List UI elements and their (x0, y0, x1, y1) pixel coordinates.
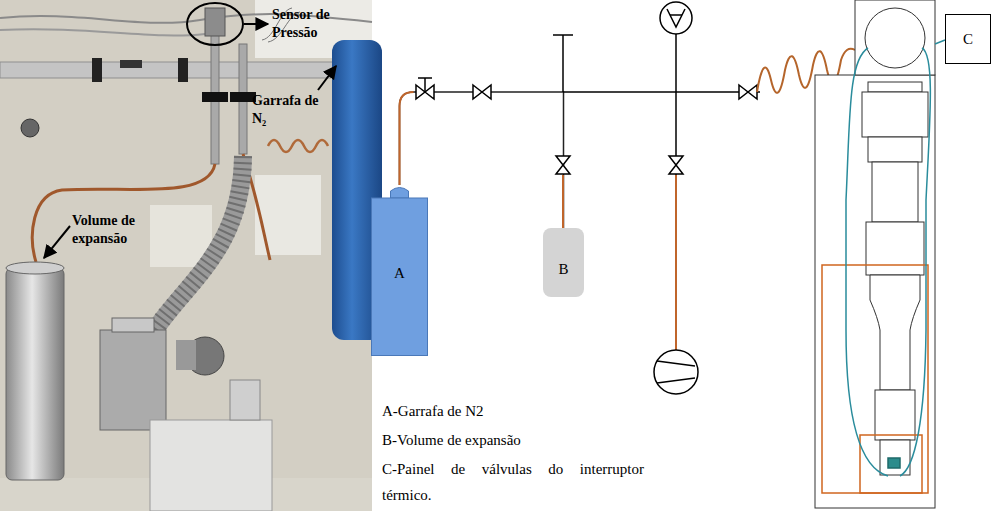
expansion-volume (6, 268, 64, 480)
manifold-line (562, 35, 564, 92)
vacuum-pump-symbol (654, 350, 698, 394)
manifold-line (553, 34, 760, 175)
node-letter: C (963, 31, 973, 48)
pressure-sensor (205, 8, 225, 36)
orange-tubing (400, 92, 414, 185)
copper-coil (268, 140, 328, 152)
orange-tubing (675, 175, 677, 350)
cryostat-outline (872, 162, 918, 222)
valve-symbol (739, 85, 757, 99)
key-text: B-Volume de expansão (382, 427, 682, 453)
flexible-hose (152, 156, 243, 334)
steel-tubes (202, 92, 228, 102)
mounting-bar (92, 58, 102, 82)
box-outline (946, 15, 991, 64)
cryostat-outline (880, 440, 910, 475)
pressure-sensor (244, 23, 268, 25)
node-letter: A (394, 265, 405, 282)
photo-label: Volume de expansão (72, 212, 164, 248)
mounting-bar (120, 60, 142, 68)
photo-cables (0, 29, 205, 35)
key-text: C-Painel de válvulas do interruptor térm… (382, 456, 644, 508)
cryostat-apparatus (230, 380, 260, 420)
copper-coil (268, 140, 328, 152)
valve-symbol (556, 156, 570, 174)
valve-symbol (424, 78, 426, 92)
small-gauge (21, 119, 39, 137)
nitrogen-bottle (318, 66, 336, 90)
pressure-gauge-symbol (670, 14, 682, 16)
cryostat-outline (815, 0, 935, 508)
bottle-b-outline (543, 228, 584, 297)
cryostat-outline (868, 137, 922, 162)
heat-switch-lines (846, 40, 945, 476)
cryostat-outline (868, 82, 922, 92)
manifold-line (553, 34, 573, 36)
cryostat-outline (862, 92, 928, 137)
orange-tubing (400, 92, 677, 350)
bottle-a-outline (391, 188, 409, 199)
bottle-a-outline (372, 198, 428, 356)
heat-switch-lines (900, 48, 930, 476)
mounting-bar (0, 58, 372, 82)
node-letter: B (558, 261, 568, 278)
photo-background (0, 0, 372, 511)
mounting-bar (178, 58, 188, 82)
manifold-line (675, 34, 677, 175)
valve-symbol (418, 77, 432, 79)
pressure-gauge-symbol (667, 9, 685, 27)
valve-symbol (416, 78, 757, 174)
expansion-volume (6, 262, 64, 274)
manifold-line (563, 91, 760, 93)
cryostat-outline (855, 0, 935, 75)
vacuum-pump-symbol (654, 350, 698, 394)
heat-switch-lines (935, 40, 945, 44)
cryostat-outline (866, 222, 924, 275)
cryostat-outline (870, 275, 920, 390)
pressure-sensor (187, 3, 268, 45)
cryostat-outline (865, 8, 925, 68)
pressure-sensor (187, 3, 243, 45)
cryostat-outline (875, 390, 915, 440)
expansion-volume (6, 226, 70, 480)
cryostat-apparatus (112, 318, 154, 332)
photo-label: Garrafa de N₂ (252, 92, 330, 128)
vacuum-pump-symbol (657, 378, 695, 383)
pressure-gauge-symbol (660, 2, 692, 34)
valve-symbol (473, 85, 491, 99)
heat-switch-lines (888, 458, 900, 468)
valve-symbol (669, 156, 683, 174)
steel-tubes (202, 34, 256, 164)
small-gauge (21, 119, 39, 137)
vacuum-pump-symbol (657, 361, 695, 366)
photo-background (0, 0, 372, 511)
copper-tubes (32, 164, 215, 262)
key-text: A-Garrafa de N2 (382, 398, 682, 424)
orange-tubing (562, 175, 564, 228)
heat-switch-lines (846, 48, 888, 476)
cryostat-apparatus (100, 330, 166, 430)
flexible-hose (152, 156, 243, 334)
cryostat-apparatus (100, 318, 272, 511)
expansion-volume: B (543, 228, 584, 297)
radiation-shield (860, 435, 922, 493)
cryostat-apparatus (176, 340, 196, 370)
expansion-volume (44, 226, 70, 258)
gas-bottle: A (371, 185, 428, 356)
pressure-gauge-symbol (660, 2, 692, 34)
flexible-hose (152, 156, 243, 334)
cryostat-apparatus (150, 420, 272, 511)
photo-label: Sensor de Pressão (272, 6, 356, 42)
valve-panel-box: C (945, 14, 991, 64)
